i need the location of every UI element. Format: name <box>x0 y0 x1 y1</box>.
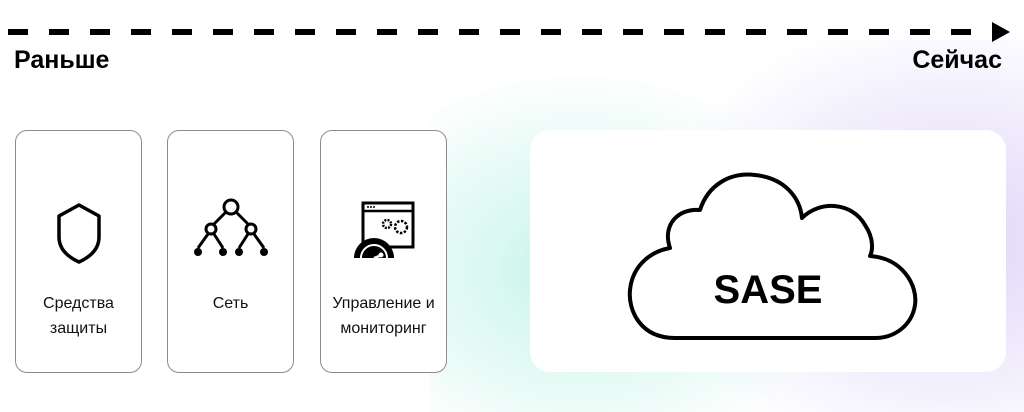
card-label: Управление и <box>332 295 435 312</box>
sase-label: SASE <box>714 268 823 312</box>
card-label: защиты <box>49 320 108 337</box>
monitoring-dashboard-icon <box>353 201 414 260</box>
sase-panel: SASE <box>530 130 1006 372</box>
timeline-end-label: Сейчас <box>912 46 1002 74</box>
network-tree-icon <box>193 198 268 256</box>
card-management-monitoring: Управление и мониторинг <box>320 130 447 373</box>
card-security-tools: Средства защиты <box>15 130 142 373</box>
card-label: Сеть <box>212 295 249 312</box>
timeline-arrow <box>8 22 1010 42</box>
timeline-start-label: Раньше <box>14 46 110 74</box>
shield-icon <box>56 203 101 264</box>
cloud-icon: SASE <box>627 172 918 340</box>
card-label: мониторинг <box>340 320 427 337</box>
card-label: Средства <box>43 295 114 312</box>
card-network: Сеть <box>167 130 294 373</box>
